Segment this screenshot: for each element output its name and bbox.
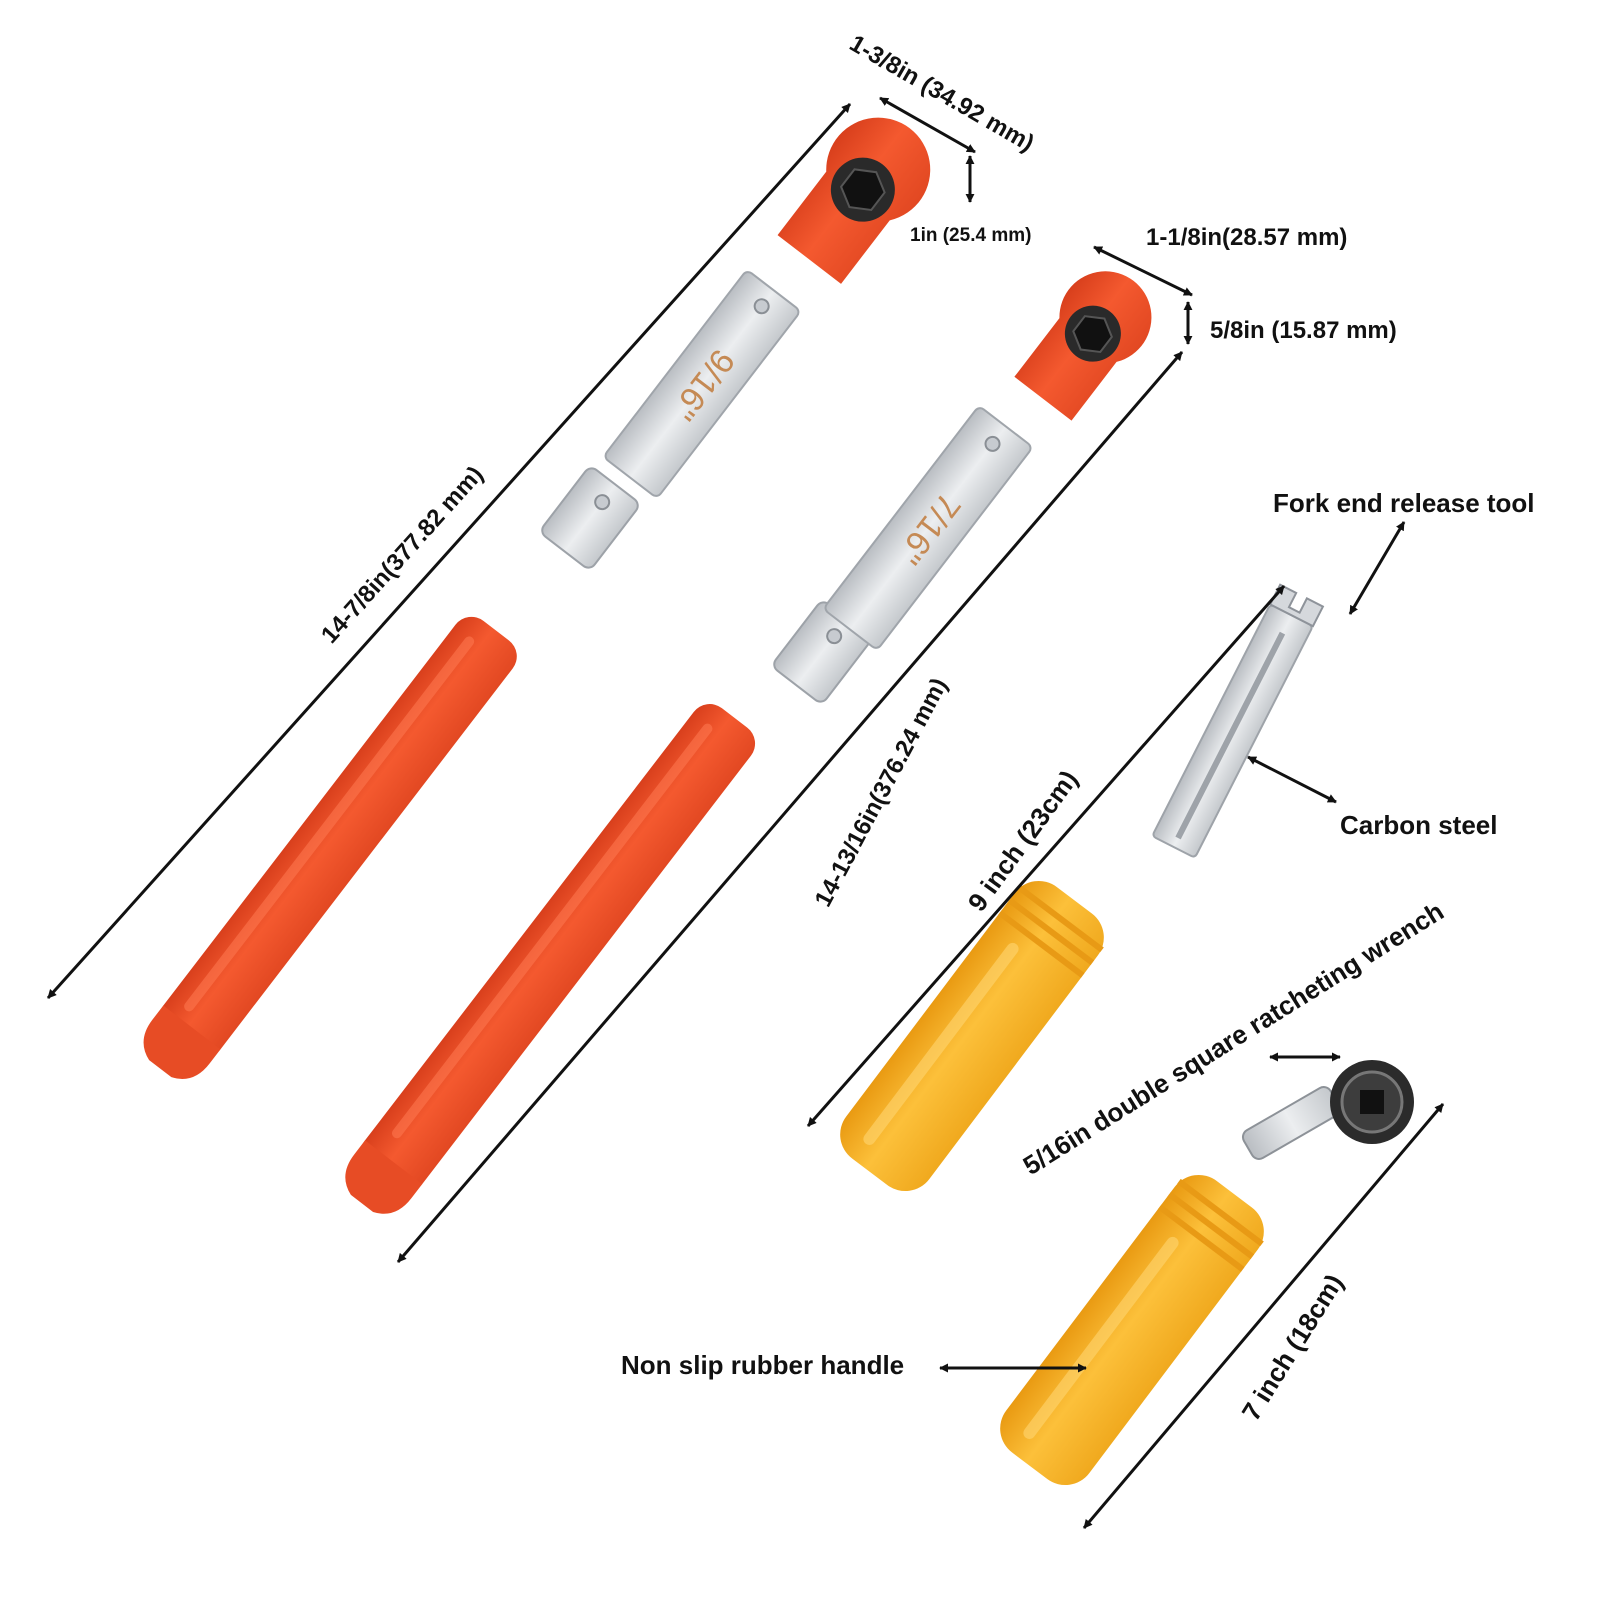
large-length-arrow — [46, 102, 852, 1000]
double-square-ratcheting-wrench — [1000, 1060, 1414, 1486]
ratchet-length-arrow — [1082, 1103, 1445, 1529]
ratchet-steel-neck — [1241, 1086, 1341, 1160]
large-wrench-handle — [159, 616, 517, 1058]
fork-end-arrow — [1348, 521, 1406, 615]
fork-end-label: Fork end release tool — [1273, 488, 1535, 518]
medium-head-width-arrow — [1093, 245, 1193, 297]
large-head-thickness-label: 1in (25.4 mm) — [910, 225, 1031, 246]
medium-head-thickness-label: 5/8in (15.87 mm) — [1210, 317, 1397, 344]
medium-length-label: 14-13/16in(376.24 mm) — [810, 674, 953, 912]
fork-tool-length-arrow — [806, 585, 1286, 1127]
medium-length-arrow — [396, 351, 1184, 1263]
medium-head-width-label: 1-1/8in(28.57 mm) — [1146, 224, 1347, 251]
large-wrench-handle-tip — [143, 1005, 221, 1079]
dimension-arrows — [46, 96, 1445, 1529]
non-slip-label: Non slip rubber handle — [621, 1350, 904, 1380]
ratchet-handle — [1000, 1174, 1264, 1486]
ratchet-length-label: 7 inch (18cm) — [1236, 1269, 1349, 1426]
carbon-steel-arrow — [1247, 755, 1337, 804]
carbon-steel-label: Carbon steel — [1340, 810, 1498, 840]
medium-ratchet-wrench: 7/16" — [345, 271, 1152, 1214]
large-head-width-arrow — [879, 96, 976, 154]
large-wrench-lower-plate — [541, 467, 639, 569]
ratchet-head — [1330, 1060, 1414, 1144]
